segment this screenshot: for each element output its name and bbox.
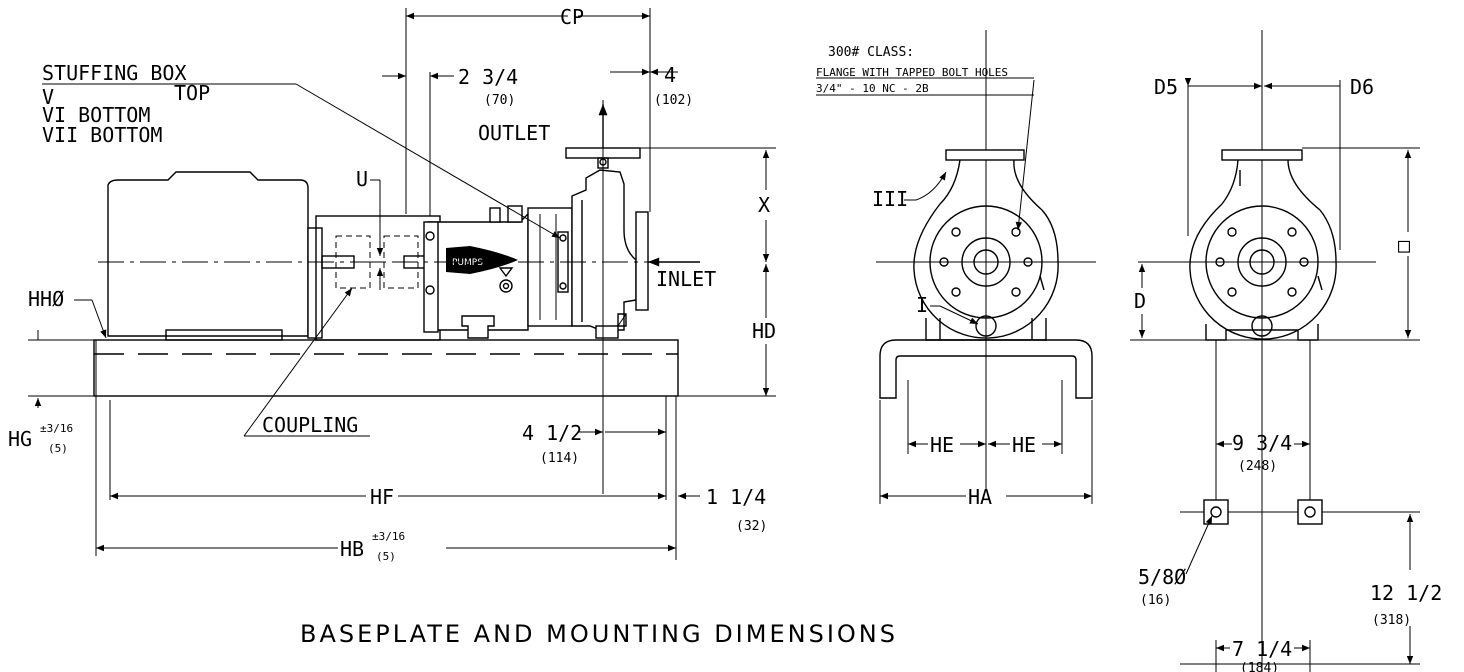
pump-casing [571, 169, 637, 331]
he-right: HE [1012, 433, 1036, 457]
dim-9-3-4: 9 3/4 [1232, 431, 1292, 455]
drain-plug [975, 315, 997, 337]
sb-v: V [42, 85, 54, 109]
hb-tol: ±3/16 [372, 530, 405, 543]
oiler [489, 207, 501, 223]
motor [107, 171, 309, 337]
hd-label: HD [752, 319, 776, 343]
sb-vii: VII BOTTOM [42, 123, 162, 147]
front-bolt-circle-outer [929, 205, 1043, 319]
hg-label: HG [8, 427, 32, 451]
dim-7-1-4-mm: (184) [1240, 661, 1279, 672]
motor-flange [307, 227, 323, 339]
dim-4-1-2-mm: (114) [540, 451, 579, 466]
flange-note: FLANGE WITH TAPPED BOLT HOLES [816, 66, 1008, 79]
dim-4-1-2: 4 1/2 [522, 421, 582, 445]
bolt-pad-right [1297, 499, 1323, 525]
i-label: I [916, 293, 928, 317]
coupling-leader [243, 287, 353, 437]
cp-label: CP [560, 5, 584, 29]
bolt-dia-mm: (16) [1140, 593, 1171, 608]
hg-tol: ±3/16 [40, 422, 73, 435]
ha-label: HA [968, 485, 992, 509]
d-left-label: D [1134, 289, 1146, 313]
sb-vi: VI BOTTOM [42, 103, 150, 127]
inlet-flange [635, 211, 649, 311]
frame-foot [461, 315, 495, 339]
pumps-logo-text: PUMPS [452, 258, 483, 268]
hf-label: HF [370, 485, 394, 509]
he-left: HE [930, 433, 954, 457]
outlet-label: OUTLET [478, 121, 550, 145]
dim-9-3-4-mm: (248) [1238, 459, 1277, 474]
frame-adapter [423, 221, 439, 333]
front-bore [961, 237, 1011, 287]
x-label: X [758, 193, 770, 217]
stuffing-box-label: STUFFING BOX [42, 61, 187, 85]
right-bolt-circle-outer [1205, 205, 1319, 319]
d-right-label: □ [1398, 233, 1410, 257]
dim-7-1-4: 7 1/4 [1232, 637, 1292, 661]
right-view: D5 D6 □ D [1130, 30, 1442, 672]
front-support-frame [879, 339, 1093, 399]
inlet-label: INLET [656, 267, 716, 291]
coupling-guard [315, 215, 441, 341]
iii-label: III [872, 187, 908, 211]
coupling-label: COUPLING [262, 413, 358, 437]
sb-v-pos: TOP [174, 81, 210, 105]
dim-1-1-4: 1 1/4 [706, 485, 766, 509]
d5-label: D5 [1154, 75, 1178, 99]
dim-12-1-2-mm: (318) [1372, 613, 1411, 628]
front-view: 300# CLASS: FLANGE WITH TAPPED BOLT HOLE… [816, 30, 1096, 509]
bolt-pad-left [1203, 499, 1229, 525]
right-outlet-flange [1221, 149, 1303, 161]
pumps-logo [446, 246, 518, 274]
side-view: PUMPS [8, 5, 776, 563]
baseplate [93, 339, 679, 397]
dim-2-3-4: 2 3/4 [458, 65, 518, 89]
stuffing-box [527, 207, 573, 327]
dim-4-mm: (102) [654, 93, 693, 108]
hg-mm: (5) [48, 442, 68, 455]
bolt-dia-label: 5/8Ø [1138, 565, 1186, 589]
bolt-holes-leader [1015, 79, 1035, 231]
class-300-label: 300# CLASS: [828, 45, 914, 60]
hh-label: HHØ [28, 287, 64, 311]
dim-1-1-4-mm: (32) [736, 519, 767, 534]
dim-4: 4 [664, 63, 676, 87]
drawing-title: BASEPLATE AND MOUNTING DIMENSIONS [300, 620, 898, 648]
thread-note: 3/4" - 10 NC - 2B [816, 82, 929, 95]
hb-mm: (5) [376, 550, 396, 563]
front-outlet-flange [945, 149, 1025, 161]
dim-12-1-2: 12 1/2 [1370, 581, 1442, 605]
d6-label: D6 [1350, 75, 1374, 99]
hb-label: HB [340, 537, 364, 561]
dim-2-3-4-mm: (70) [484, 93, 515, 108]
u-label: U [356, 167, 368, 191]
stuffing-box-leader [295, 83, 561, 239]
